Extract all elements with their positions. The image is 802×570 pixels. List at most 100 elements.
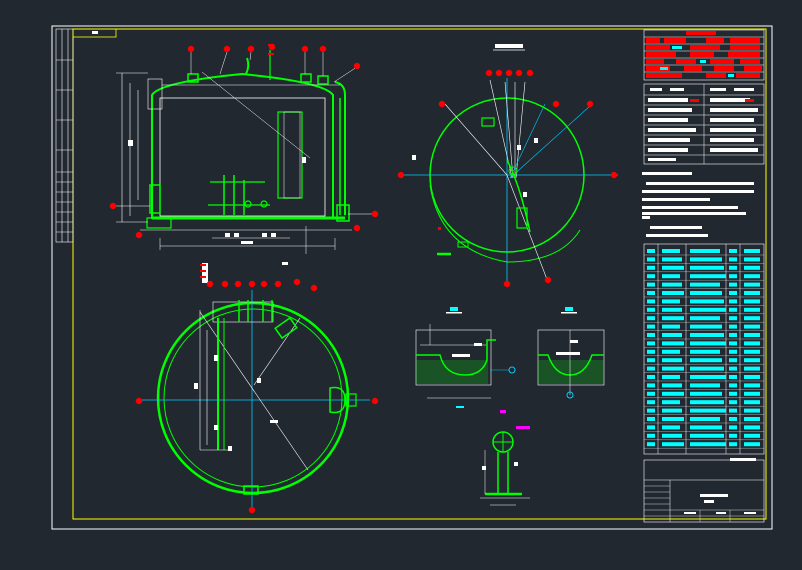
parts-list-cell bbox=[647, 366, 655, 371]
parts-list-cell bbox=[729, 375, 737, 379]
parts-list-cell bbox=[729, 366, 737, 371]
callout-balloons bbox=[109, 43, 618, 514]
parts-list-cell bbox=[744, 299, 760, 304]
inner-sheet-border bbox=[72, 28, 767, 520]
parts-list-cell bbox=[690, 366, 724, 371]
parts-list-cell bbox=[729, 408, 737, 413]
parts-list-cell bbox=[690, 333, 724, 337]
parts-list-cell bbox=[729, 358, 737, 363]
parts-list-cell bbox=[662, 349, 680, 354]
parts-list-cell bbox=[744, 249, 760, 253]
parts-list-cell bbox=[647, 349, 655, 354]
parts-list-cell bbox=[744, 349, 760, 354]
parts-list-cell bbox=[690, 408, 726, 413]
parts-list-cell bbox=[662, 400, 680, 405]
top-left-label-fill bbox=[92, 31, 98, 34]
parts-list-cell bbox=[729, 324, 737, 329]
parts-list-cell bbox=[690, 282, 720, 287]
parts-list-cell bbox=[662, 257, 682, 262]
parts-list-cell bbox=[744, 257, 760, 262]
parts-list-cell bbox=[662, 417, 684, 421]
parts-list-cell bbox=[744, 366, 760, 371]
parts-list-cell bbox=[662, 433, 682, 438]
parts-list-cell bbox=[647, 291, 655, 295]
parts-list-cell bbox=[744, 375, 760, 379]
parts-list-cell bbox=[662, 358, 682, 363]
parts-list-cell bbox=[729, 333, 737, 337]
parts-list-cell bbox=[729, 425, 737, 430]
parts-list-cell bbox=[729, 299, 737, 304]
left-revision-strip bbox=[55, 28, 74, 243]
parts-list-cell bbox=[729, 291, 737, 295]
front-elevation-view bbox=[116, 50, 372, 254]
parts-list-cell bbox=[662, 282, 682, 287]
parts-list-cell bbox=[729, 442, 737, 447]
parts-list-cell bbox=[729, 282, 737, 287]
outer-sheet-border bbox=[51, 25, 773, 530]
parts-list-cell bbox=[690, 425, 722, 430]
parts-list-cell bbox=[690, 391, 722, 396]
parts-list-cell bbox=[647, 265, 655, 270]
parts-list-cell bbox=[662, 391, 684, 396]
parts-list-cell bbox=[690, 291, 722, 295]
parts-list-cell bbox=[662, 442, 684, 447]
parts-list-cell bbox=[690, 307, 726, 312]
vessel-section-outline bbox=[156, 301, 350, 495]
vessel-front-shell bbox=[151, 72, 334, 219]
parts-list-cell bbox=[662, 265, 684, 270]
parts-list-cell bbox=[690, 341, 726, 346]
parts-list-cell bbox=[729, 307, 737, 312]
parts-list-cell bbox=[690, 442, 726, 447]
parts-list-cell bbox=[690, 257, 722, 262]
parts-list-cell bbox=[744, 383, 760, 388]
parts-list-cell bbox=[662, 341, 684, 346]
parts-list-cell bbox=[729, 417, 737, 421]
parts-list-cell bbox=[647, 333, 655, 337]
top-plan-view bbox=[400, 44, 618, 285]
parts-list-cell bbox=[647, 274, 655, 279]
parts-list-cell bbox=[662, 383, 682, 388]
parts-list-cell bbox=[662, 291, 684, 295]
parts-list-cell bbox=[690, 249, 720, 253]
top-left-label-box bbox=[72, 28, 117, 38]
parts-list-cell bbox=[662, 249, 680, 253]
parameter-table bbox=[643, 83, 765, 165]
parts-list-cell bbox=[690, 433, 724, 438]
parts-list-cell bbox=[729, 391, 737, 396]
parts-list-cell bbox=[662, 316, 684, 321]
parts-list-cell bbox=[744, 316, 760, 321]
parts-list-cell bbox=[662, 333, 682, 337]
parts-list-cell bbox=[729, 265, 737, 270]
parts-list-cell bbox=[647, 391, 655, 396]
parts-list-cell bbox=[647, 442, 655, 447]
parts-list-cell bbox=[729, 274, 737, 279]
parts-list-cell bbox=[647, 400, 655, 405]
parts-list-cell bbox=[744, 442, 760, 447]
parts-list-cell bbox=[690, 417, 720, 421]
parts-list-cell bbox=[647, 299, 655, 304]
parts-list-cell bbox=[744, 333, 760, 337]
parts-list-cell bbox=[744, 341, 760, 346]
parts-list-cell bbox=[647, 282, 655, 287]
detail-section-b bbox=[537, 307, 605, 399]
parts-list-cell bbox=[662, 307, 682, 312]
parts-list-table bbox=[643, 243, 765, 461]
support-leg-detail bbox=[480, 410, 530, 506]
parts-list-cell bbox=[647, 257, 655, 262]
parts-list-cell bbox=[744, 425, 760, 430]
parts-list-cell bbox=[744, 307, 760, 312]
parts-list-cell bbox=[647, 433, 655, 438]
detail-section-a bbox=[415, 307, 516, 408]
parts-list-cell bbox=[690, 299, 724, 304]
parts-list-cell bbox=[729, 249, 737, 253]
parts-list-cell bbox=[647, 358, 655, 363]
parts-list-cell bbox=[647, 307, 655, 312]
parts-list-cell bbox=[744, 291, 760, 295]
technical-notes-block bbox=[642, 172, 754, 237]
parts-list-cell bbox=[744, 358, 760, 363]
front-tag-stack bbox=[200, 44, 441, 278]
parts-list-cell bbox=[729, 433, 737, 438]
parts-list-cell bbox=[647, 425, 655, 430]
title-block bbox=[643, 459, 765, 523]
